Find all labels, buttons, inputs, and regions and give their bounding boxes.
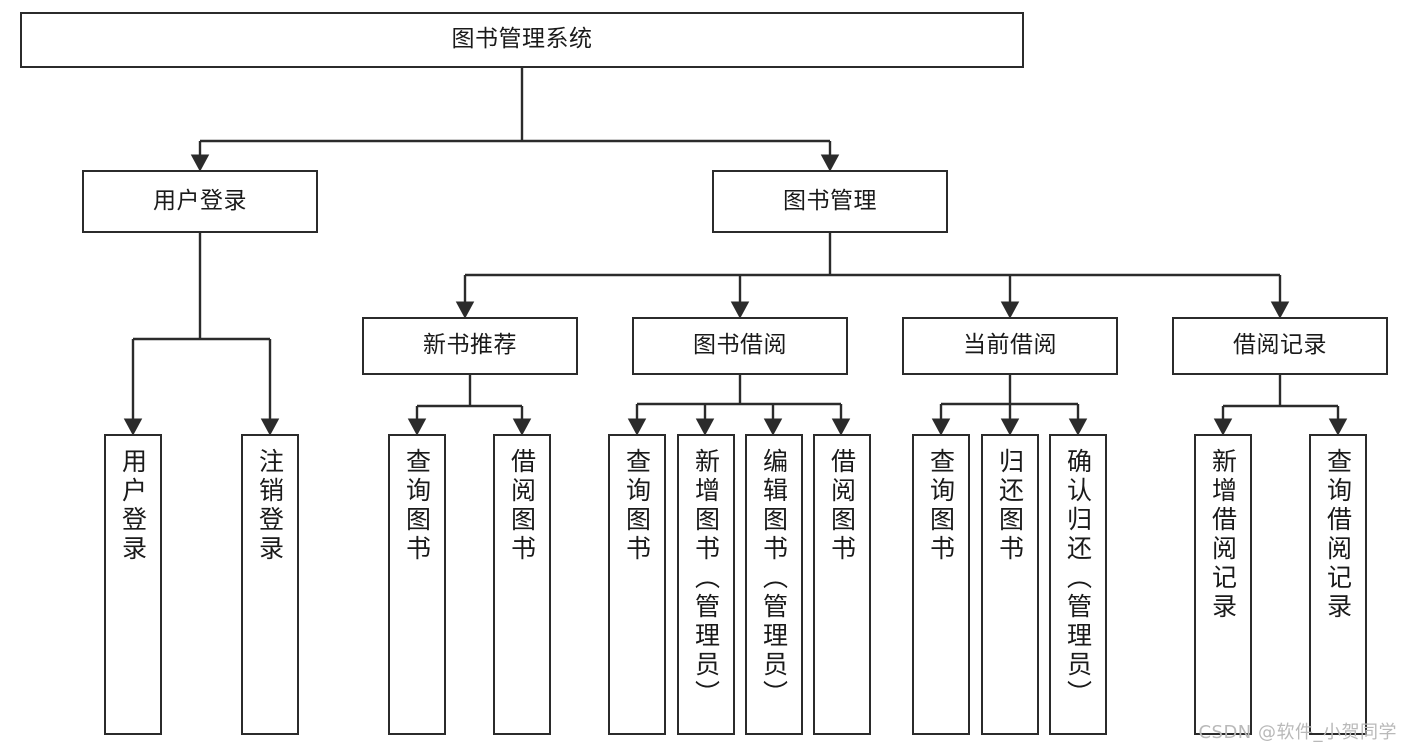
- node-label: 编辑图书（管理员）: [759, 448, 789, 709]
- node-borrow-record[interactable]: 借阅记录: [1172, 317, 1388, 375]
- node-leaf-query-book-current[interactable]: 查询图书: [912, 434, 970, 735]
- node-leaf-confirm-return-admin[interactable]: 确认归还（管理员）: [1049, 434, 1107, 735]
- node-label: 借阅图书: [507, 448, 537, 564]
- node-leaf-borrow-book-new-recommend[interactable]: 借阅图书: [493, 434, 551, 735]
- node-label: 新书推荐: [423, 332, 517, 359]
- node-leaf-query-borrow-record[interactable]: 查询借阅记录: [1309, 434, 1367, 735]
- node-leaf-borrow-book-borrow[interactable]: 借阅图书: [813, 434, 871, 735]
- node-label: 查询图书: [622, 448, 652, 564]
- node-leaf-query-book-borrow[interactable]: 查询图书: [608, 434, 666, 735]
- node-new-book-recommend[interactable]: 新书推荐: [362, 317, 578, 375]
- node-label: 借阅图书: [827, 448, 857, 564]
- node-leaf-logout-login[interactable]: 注销登录: [241, 434, 299, 735]
- watermark-text: CSDN @软件_小贺同学: [1198, 722, 1397, 743]
- node-leaf-edit-book-admin[interactable]: 编辑图书（管理员）: [745, 434, 803, 735]
- node-leaf-return-book[interactable]: 归还图书: [981, 434, 1039, 735]
- node-book-management[interactable]: 图书管理: [712, 170, 948, 233]
- node-label: 查询图书: [926, 448, 956, 564]
- node-root-book-management-system[interactable]: 图书管理系统: [20, 12, 1024, 68]
- node-label: 注销登录: [255, 448, 285, 564]
- node-current-borrow[interactable]: 当前借阅: [902, 317, 1118, 375]
- node-label: 图书管理系统: [451, 26, 593, 53]
- node-label: 用户登录: [153, 187, 247, 214]
- node-label: 图书管理: [783, 187, 877, 214]
- node-label: 图书借阅: [693, 332, 787, 359]
- node-book-borrow[interactable]: 图书借阅: [632, 317, 848, 375]
- node-user-login[interactable]: 用户登录: [82, 170, 318, 233]
- node-label: 新增借阅记录: [1208, 448, 1238, 622]
- node-label: 查询借阅记录: [1323, 448, 1353, 622]
- node-label: 归还图书: [995, 448, 1025, 564]
- node-label: 新增图书（管理员）: [691, 448, 721, 709]
- node-leaf-query-book-new-recommend[interactable]: 查询图书: [388, 434, 446, 735]
- node-leaf-add-borrow-record[interactable]: 新增借阅记录: [1194, 434, 1252, 735]
- node-label: 当前借阅: [963, 332, 1057, 359]
- node-label: 查询图书: [402, 448, 432, 564]
- node-label: 用户登录: [118, 448, 148, 564]
- node-label: 确认归还（管理员）: [1063, 448, 1093, 709]
- node-leaf-user-login[interactable]: 用户登录: [104, 434, 162, 735]
- node-leaf-add-book-admin[interactable]: 新增图书（管理员）: [677, 434, 735, 735]
- node-label: 借阅记录: [1233, 332, 1327, 359]
